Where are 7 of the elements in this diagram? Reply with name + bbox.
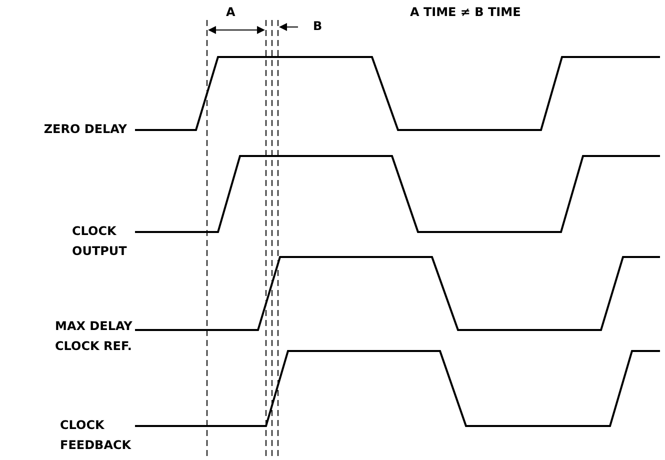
dimension-label: B: [313, 18, 322, 35]
signal-label: MAX DELAY CLOCK REF.: [55, 318, 134, 355]
signal-label: CLOCK OUTPUT: [72, 223, 128, 260]
note-text: A TIME ≠ B TIME: [410, 4, 521, 21]
signal-label: ZERO DELAY: [42, 121, 127, 138]
signal-label: CLOCK FEEDBACK: [60, 417, 132, 454]
dimension-label: A: [226, 4, 236, 21]
